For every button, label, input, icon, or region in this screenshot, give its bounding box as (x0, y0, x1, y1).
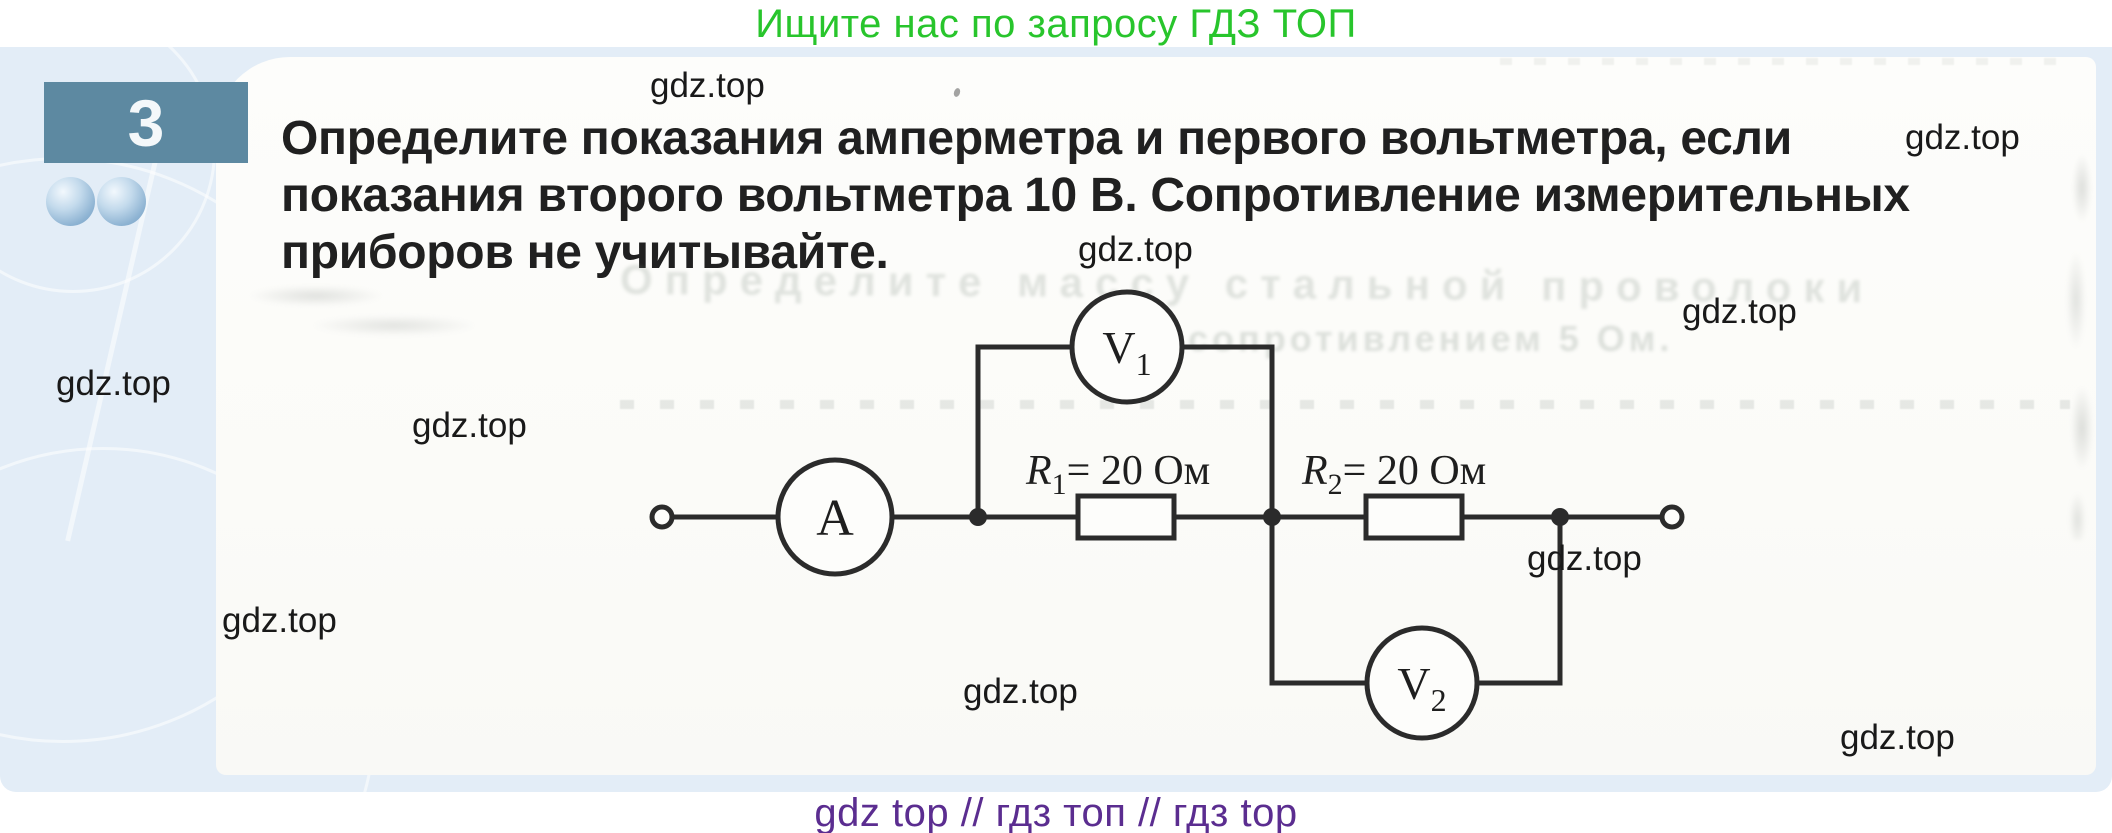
ammeter-circle (775, 457, 895, 577)
difficulty-dot-1 (46, 177, 95, 226)
voltmeter-2-letter: V (1397, 658, 1430, 709)
top-white-band (0, 0, 2112, 47)
ghost-text-line-2: с сопротивлением 5 Ом. (1150, 318, 1674, 359)
resistor-2-subscript: 2 (1328, 468, 1343, 501)
watermark-8: gdz.top (222, 601, 337, 640)
problem-text: Определите показания амперметра и первог… (281, 110, 1910, 281)
bottom-white-band (0, 792, 2112, 833)
page-edge-smudge (2064, 140, 2094, 540)
problem-number: 3 (127, 85, 165, 160)
ghost-blob (238, 276, 498, 342)
voltmeter-2-circle (1364, 625, 1480, 741)
problem-text-line-3: приборов не учитывайте. (281, 226, 889, 279)
junction-dot-2 (1263, 508, 1281, 526)
ammeter-label: A (816, 490, 854, 547)
watermark-7: gdz.top (1527, 539, 1642, 578)
page-blue-panel (0, 47, 2112, 792)
promo-banner-text: Ищите нас по запросу ГДЗ ТОП (755, 2, 1357, 46)
problem-number-box: 3 (44, 82, 248, 163)
ghost-ruled-line (620, 400, 2070, 409)
terminal-left (649, 504, 675, 530)
footer-search-text: gdz top // гдз топ // гдз top (814, 791, 1298, 833)
content-card (216, 57, 2096, 775)
resistor-1-value: = 20 Ом (1067, 448, 1211, 494)
resistor-1-subscript: 1 (1052, 468, 1067, 501)
terminal-right (1659, 504, 1685, 530)
watermark-9: gdz.top (963, 672, 1078, 711)
resistor-2-value: = 20 Ом (1343, 448, 1487, 494)
junction-dot-1 (969, 508, 987, 526)
watermark-2: gdz.top (1905, 118, 2020, 157)
voltmeter-1-letter: V (1102, 322, 1135, 373)
resistor-1-label: R1= 20 Ом (1025, 448, 1210, 501)
watermark-5: gdz.top (56, 364, 171, 403)
ghost-ruled-line-top (1500, 58, 2060, 65)
resistor-2-box (1363, 493, 1465, 541)
voltmeter-1-label: V1 (1102, 322, 1151, 382)
problem-text-line-2: показания второго вольтметра 10 В. Сопро… (281, 169, 1910, 222)
voltmeter-2-subscript: 2 (1431, 682, 1447, 718)
resistor-2-label: R2= 20 Ом (1301, 448, 1486, 501)
watermark-1: gdz.top (650, 66, 765, 105)
voltmeter-2-label: V2 (1397, 658, 1446, 718)
resistor-2-letter: R (1301, 448, 1328, 494)
watermark-4: gdz.top (1682, 292, 1797, 331)
resistor-1-letter: R (1025, 448, 1052, 494)
difficulty-dot-2 (97, 177, 146, 226)
resistor-1-box (1075, 493, 1177, 541)
junction-dot-3 (1551, 508, 1569, 526)
watermark-10: gdz.top (1840, 718, 1955, 757)
watermark-3: gdz.top (1078, 230, 1193, 269)
voltmeter-1-circle (1069, 289, 1185, 405)
watermark-6: gdz.top (412, 406, 527, 445)
voltmeter-1-subscript: 1 (1136, 346, 1152, 382)
problem-text-line-1: Определите показания амперметра и первог… (281, 112, 1792, 165)
